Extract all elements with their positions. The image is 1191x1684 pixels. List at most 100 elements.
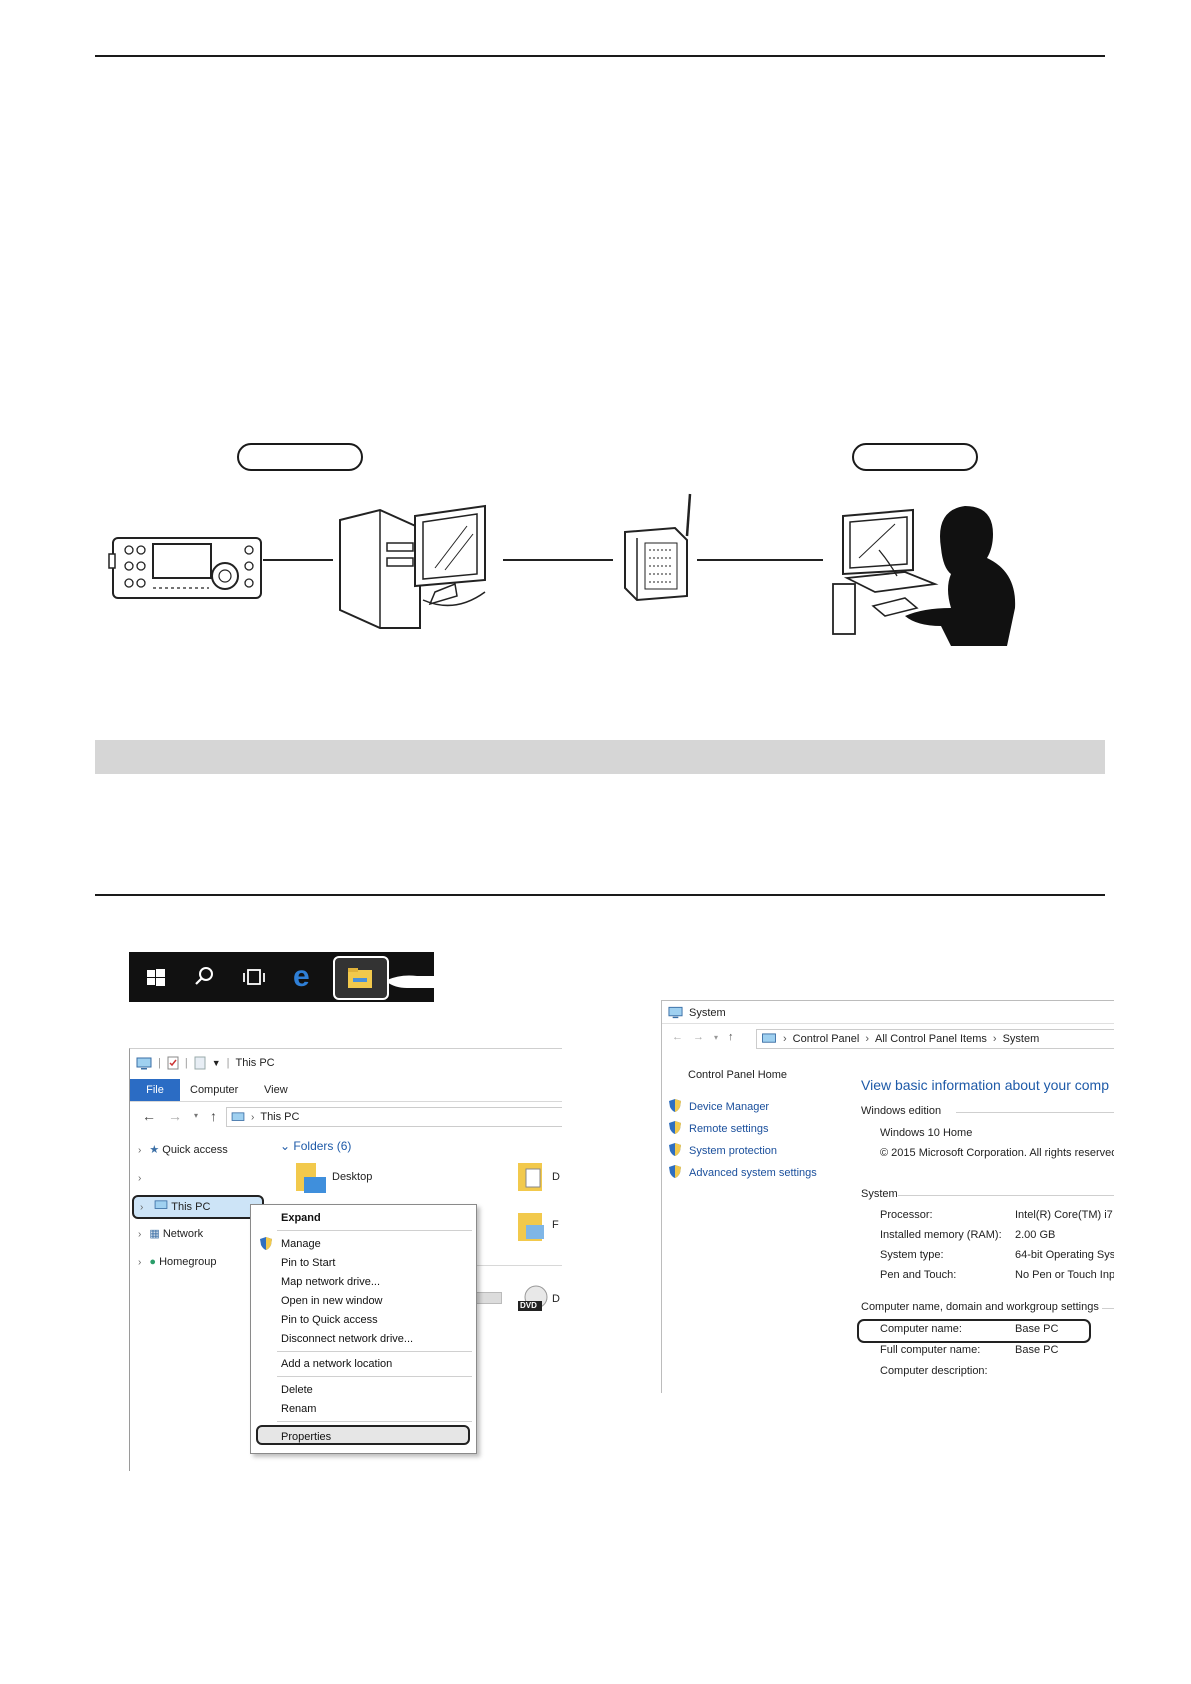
computer-name-value: Base PC (1015, 1323, 1059, 1335)
svg-text:e: e (293, 961, 310, 991)
search-icon[interactable] (191, 964, 217, 990)
page-heading: View basic information about your comp (861, 1077, 1109, 1093)
file-explorer-icon (348, 968, 372, 988)
section-heading-bar (95, 740, 1105, 774)
pen-touch-label: Pen and Touch: (880, 1269, 957, 1281)
breadcrumb-system[interactable]: System (1002, 1033, 1040, 1045)
base-pc-icon (339, 504, 486, 629)
folder-icon[interactable] (294, 1159, 326, 1195)
menu-item-add-network-location[interactable]: Add a network location (281, 1358, 393, 1370)
back-arrow-icon[interactable]: ← (142, 1108, 156, 1124)
file-explorer-button[interactable] (333, 956, 389, 1000)
forward-arrow-icon[interactable]: → (168, 1108, 182, 1124)
chevron-down-icon: ⌄ (280, 1139, 291, 1153)
window-title: This PC (235, 1057, 275, 1069)
menu-item-map-network-drive[interactable]: Map network drive... (281, 1276, 381, 1288)
context-menu: Expand Manage Pin to Start Map network d… (250, 1204, 477, 1454)
drive-label-cut[interactable]: D (552, 1293, 560, 1305)
section-divider (956, 1112, 1114, 1113)
breadcrumb-control-panel[interactable]: Control Panel (792, 1033, 860, 1045)
computer-name-label: Computer name: (880, 1323, 962, 1335)
pointing-hand-icon (387, 975, 434, 988)
shield-icon (669, 1165, 681, 1178)
section-divider (1102, 1308, 1114, 1309)
forward-arrow-icon[interactable]: → (693, 1031, 704, 1043)
dvd-drive-icon[interactable] (516, 1285, 548, 1315)
folder-label-cut[interactable]: F (552, 1219, 559, 1231)
menu-item-manage[interactable]: Manage (281, 1238, 321, 1250)
full-computer-name-value: Base PC (1015, 1344, 1059, 1356)
up-arrow-icon[interactable]: ↑ (210, 1108, 218, 1124)
back-arrow-icon[interactable]: ← (672, 1031, 683, 1043)
nav-item-homegroup[interactable]: ›● Homegroup (138, 1256, 217, 1268)
router-icon (624, 493, 692, 602)
menu-separator (277, 1230, 472, 1231)
recent-dropdown-icon[interactable]: ▾ (714, 1032, 719, 1042)
menu-item-properties[interactable]: Properties (256, 1425, 470, 1445)
nav-item-this-pc[interactable]: › This PC (132, 1195, 264, 1219)
properties-icon[interactable] (167, 1056, 179, 1070)
task-view-icon[interactable] (241, 964, 267, 990)
section-computer-name: Computer name, domain and workgroup sett… (861, 1301, 1099, 1313)
quick-access-dropdown-icon[interactable]: ▼ (211, 1058, 221, 1068)
shield-icon (669, 1099, 681, 1112)
documents-folder-icon[interactable] (516, 1159, 546, 1195)
network-icon: ▦ (149, 1228, 160, 1240)
sidebar-link-system-protection[interactable]: System protection (669, 1143, 777, 1157)
network-diagram (108, 493, 1016, 646)
menu-separator (277, 1351, 472, 1352)
folder-label-cut[interactable]: D (552, 1171, 560, 1183)
full-computer-name-label: Full computer name: (880, 1344, 981, 1356)
processor-label: Processor: (880, 1209, 933, 1221)
memory-value: 2.00 GB (1015, 1229, 1056, 1241)
top-rule (95, 55, 1105, 57)
system-title-bar: System (668, 1006, 726, 1019)
menu-item-pin-quick-access[interactable]: Pin to Quick access (281, 1314, 378, 1326)
memory-label: Installed memory (RAM): (880, 1229, 1002, 1241)
sidebar-link-advanced-system-settings[interactable]: Advanced system settings (669, 1165, 817, 1179)
computer-icon (231, 1111, 245, 1121)
computer-icon (155, 1200, 168, 1209)
tab-computer[interactable]: Computer (190, 1084, 239, 1096)
menu-item-disconnect-network-drive[interactable]: Disconnect network drive... (281, 1333, 414, 1345)
processor-value: Intel(R) Core(TM) i7 ( (1015, 1209, 1114, 1221)
breadcrumb-all-items[interactable]: All Control Panel Items (875, 1033, 987, 1045)
windows-start-icon[interactable] (143, 964, 169, 990)
system-icon (668, 1006, 683, 1019)
folder-desktop-label[interactable]: Desktop (332, 1171, 373, 1183)
navigation-bar: ← → ▾ ↑ (142, 1105, 217, 1127)
copyright-text: © 2015 Microsoft Corporation. All rights… (880, 1147, 1114, 1159)
folders-group-header[interactable]: ⌄ Folders (6) (280, 1139, 352, 1153)
computer-icon (136, 1057, 152, 1069)
tab-file[interactable]: File (130, 1079, 180, 1101)
sidebar-link-remote-settings[interactable]: Remote settings (669, 1121, 768, 1135)
nav-item-collapsed[interactable]: › (138, 1173, 142, 1184)
menu-item-delete[interactable]: Delete (281, 1384, 313, 1396)
system-type-value: 64-bit Operating Syst (1015, 1249, 1114, 1261)
nav-item-network[interactable]: ›▦ Network (138, 1228, 204, 1240)
sidebar-control-panel-home[interactable]: Control Panel Home (688, 1069, 788, 1081)
computer-name-highlight (857, 1319, 1091, 1343)
sidebar-link-device-manager[interactable]: Device Manager (669, 1099, 769, 1113)
menu-item-expand[interactable]: Expand (281, 1212, 321, 1224)
new-folder-icon[interactable] (194, 1056, 206, 1070)
system-control-panel-window: System ← → ▾ ↑ › Control Panel › All Con… (661, 1000, 1114, 1393)
ribbon-divider (130, 1101, 562, 1102)
title-divider (662, 1023, 1114, 1024)
menu-separator (277, 1376, 472, 1377)
recent-dropdown-icon[interactable]: ▾ (194, 1111, 199, 1120)
address-path: This PC (260, 1111, 300, 1123)
system-type-label: System type: (880, 1249, 944, 1261)
pictures-folder-icon[interactable] (516, 1209, 546, 1245)
menu-item-open-new-window[interactable]: Open in new window (281, 1295, 383, 1307)
tab-view[interactable]: View (264, 1084, 288, 1096)
menu-item-pin-to-start[interactable]: Pin to Start (281, 1257, 336, 1269)
system-address-bar[interactable]: › Control Panel › All Control Panel Item… (756, 1029, 1114, 1049)
pen-touch-value: No Pen or Touch Inp (1015, 1269, 1114, 1281)
menu-item-rename[interactable]: Renam (281, 1403, 317, 1415)
remote-user-icon (832, 506, 1016, 646)
up-arrow-icon[interactable]: ↑ (728, 1031, 734, 1043)
address-bar[interactable]: › This PC (226, 1107, 562, 1127)
nav-item-quick-access[interactable]: ›★ Quick access (138, 1144, 228, 1156)
edge-icon[interactable]: e (291, 961, 319, 991)
